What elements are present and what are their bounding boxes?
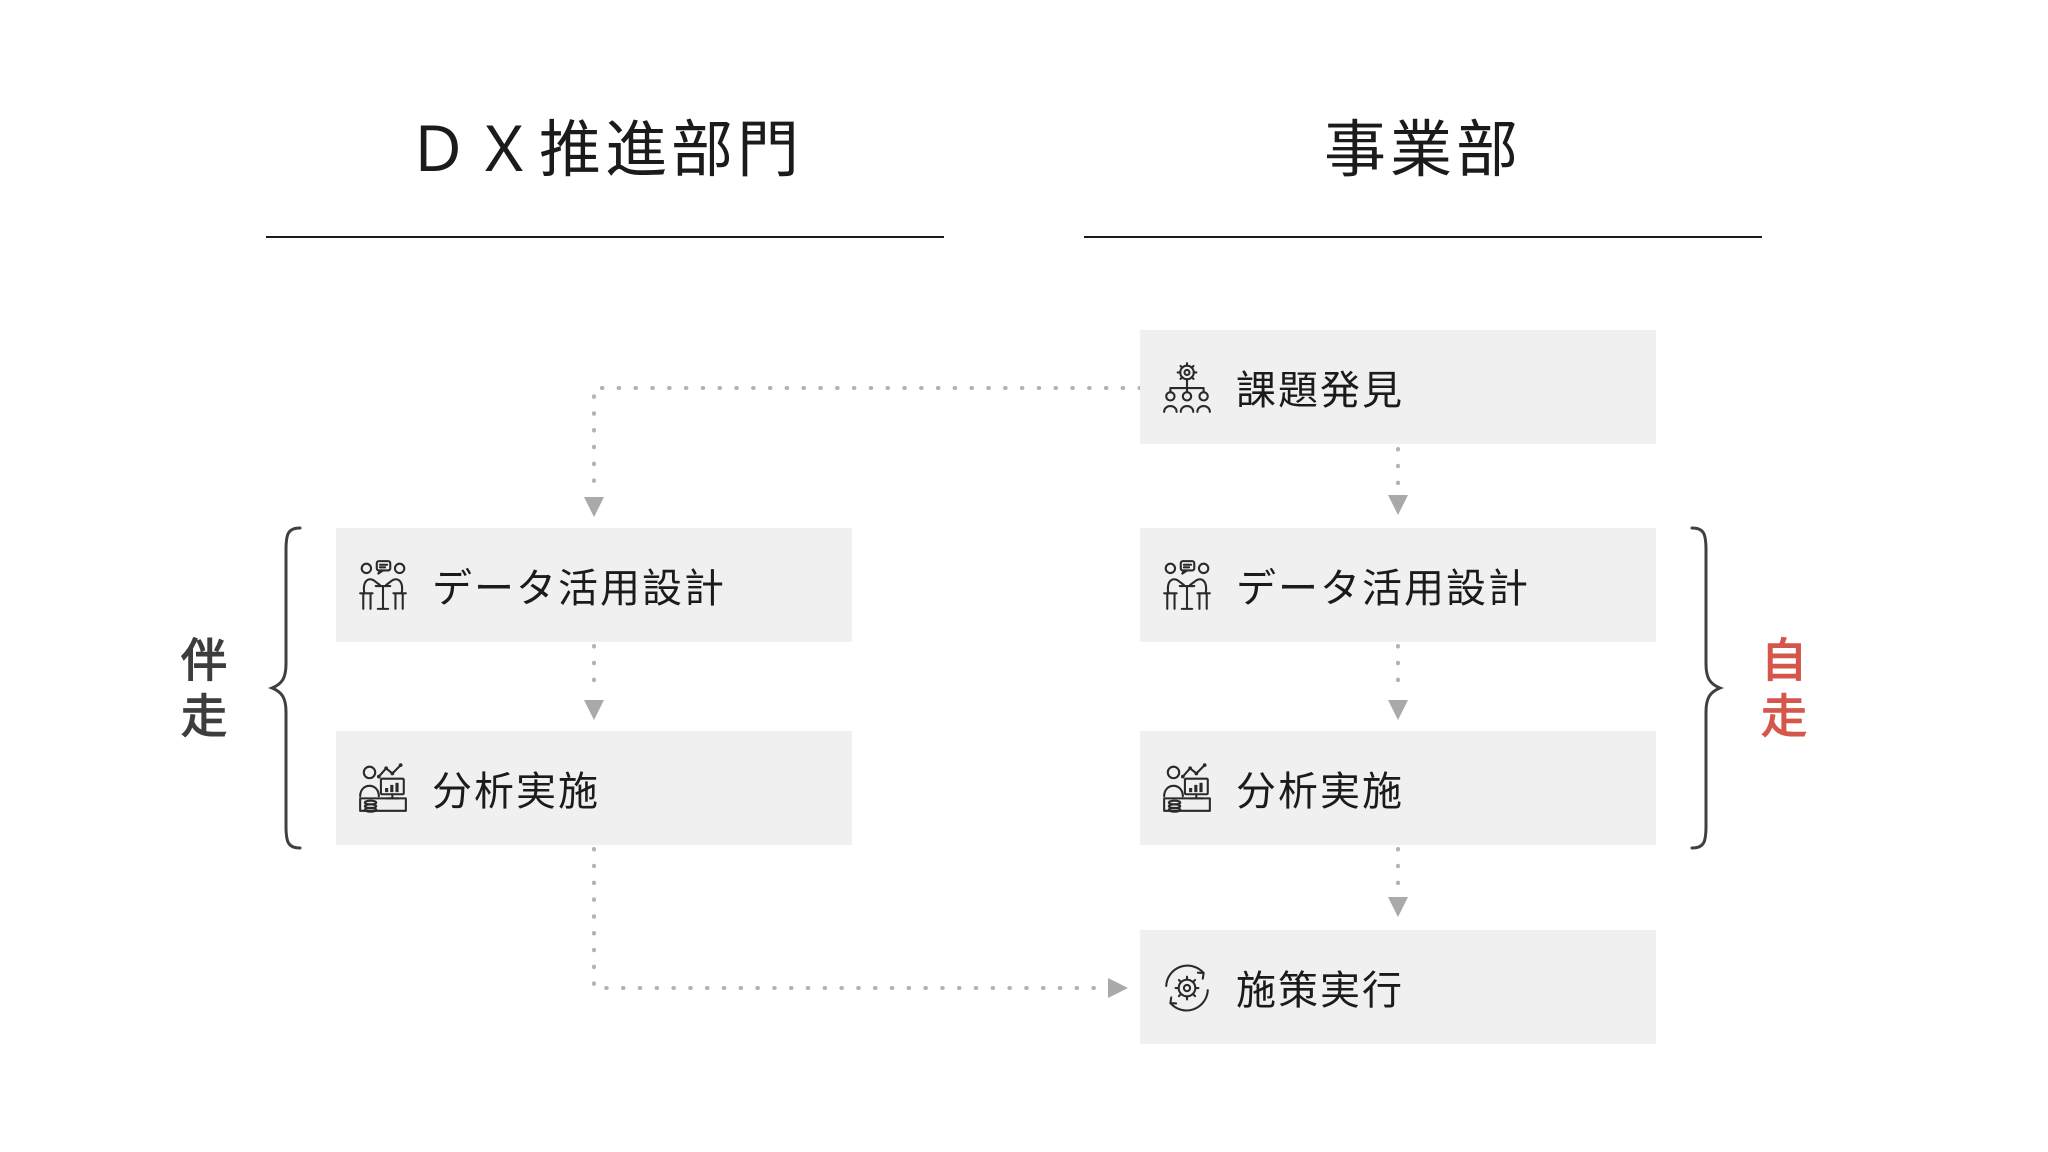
meeting-icon [1163,560,1211,610]
right-title-underline [1084,236,1762,238]
flow-box-label: 施策実行 [1236,969,1404,1013]
flow-box-label: 分析実施 [432,770,600,814]
connector-discovery-to-left-design [592,386,1142,494]
analysis-icon [359,763,407,813]
flow-box-label: 課題発見 [1236,369,1404,413]
flow-box-label: データ活用設計 [432,567,726,611]
cycle-gear-icon [1165,964,1209,1012]
arrow-down-icon [584,700,604,720]
accompany-label: 伴走 [175,636,227,748]
flow-box-label: 分析実施 [1236,770,1404,814]
flow-box-label: データ活用設計 [1236,567,1530,611]
self-run-label: 自走 [1755,636,1807,748]
flow-box-analysis-right: 分析実施 [1140,731,1656,845]
connector-left-analysis-to-execution [592,847,1105,990]
flow-box-execution: 施策実行 [1140,930,1656,1044]
flow-box-data-design-left: データ活用設計 [336,528,852,642]
right-column-title: 事業部 [1323,116,1522,185]
dotted-connectors [592,386,1400,990]
meeting-icon [359,560,407,610]
left-column-title: ＤＸ推進部門 [406,116,803,185]
left-brace [267,526,302,850]
arrow-right-icon [1108,978,1128,998]
arrow-down-icon [1388,495,1408,515]
flow-box-data-design-right: データ活用設計 [1140,528,1656,642]
analysis-icon [1163,763,1211,813]
left-title-underline [266,236,944,238]
arrow-down-icon [584,497,604,517]
team-gear-icon [1163,362,1211,413]
flow-box-analysis-left: 分析実施 [336,731,852,845]
right-brace [1690,526,1725,850]
arrow-down-icon [1388,700,1408,720]
flow-box-issue-discovery: 課題発見 [1140,330,1656,444]
arrow-down-icon [1388,897,1408,917]
